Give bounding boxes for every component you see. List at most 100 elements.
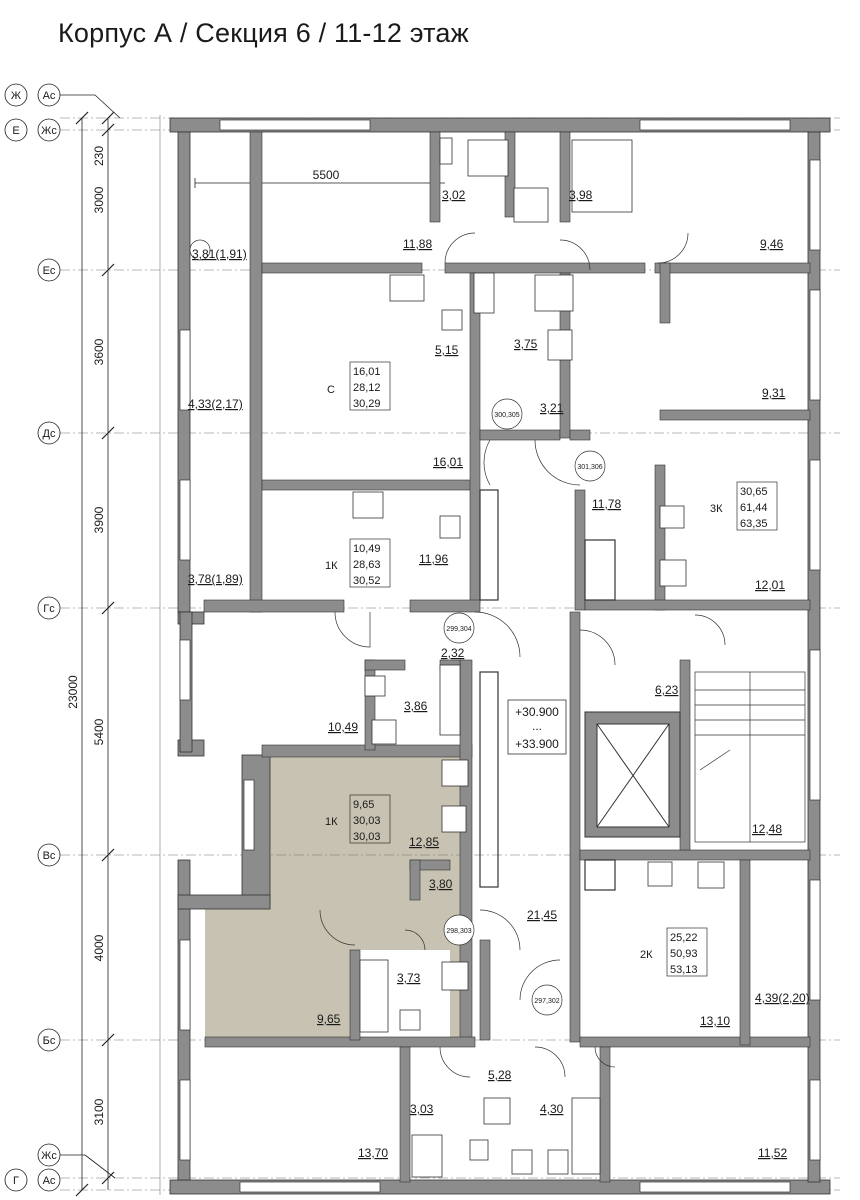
- apartment-info-3k: 3К 30,65 61,44 63,35: [710, 481, 778, 531]
- svg-text:...: ...: [532, 719, 542, 733]
- svg-text:Вс: Вс: [43, 850, 56, 862]
- level-marker: +30.900 ... +33.900: [507, 699, 567, 755]
- svg-text:3,21: 3,21: [540, 401, 564, 415]
- svg-text:3,80: 3,80: [429, 877, 453, 891]
- svg-text:30,52: 30,52: [353, 575, 381, 587]
- axis-bubble-es: [37, 258, 61, 282]
- axis-bubble-zhs-top: [37, 118, 61, 142]
- svg-text:Жс: Жс: [41, 125, 57, 137]
- door-tags: [189, 239, 606, 1016]
- svg-text:4,39(2,20): 4,39(2,20): [755, 991, 810, 1005]
- dimension-labels: 230 3000 3600 3900 5400 4000 3100 23000 …: [66, 146, 340, 1126]
- svg-text:12,85: 12,85: [409, 835, 439, 849]
- apartment-info-1k-b: 1К 9,65 30,03 30,03: [325, 794, 391, 844]
- axis-bubble-zh: [4, 83, 28, 107]
- svg-text:3,02: 3,02: [442, 188, 466, 202]
- svg-text:5500: 5500: [313, 168, 340, 182]
- svg-text:3900: 3900: [92, 506, 106, 533]
- svg-text:3,98: 3,98: [569, 188, 593, 202]
- svg-text:3К: 3К: [710, 503, 723, 515]
- axis-bubble-bs: [37, 1028, 61, 1052]
- apartment-info-c: С 16,01 28,12 30,29: [327, 361, 391, 411]
- svg-text:50,93: 50,93: [670, 948, 698, 960]
- svg-text:4,30: 4,30: [540, 1102, 564, 1116]
- windows: [179, 119, 821, 1193]
- svg-text:5400: 5400: [92, 718, 106, 745]
- svg-text:299,304: 299,304: [446, 626, 471, 633]
- svg-text:5,28: 5,28: [488, 1068, 512, 1082]
- svg-text:Г: Г: [13, 1175, 19, 1187]
- svg-text:5,15: 5,15: [435, 343, 459, 357]
- svg-text:11,52: 11,52: [758, 1146, 787, 1160]
- shafts: [479, 489, 616, 891]
- stairs: [694, 671, 806, 843]
- svg-text:+30.900: +30.900: [515, 705, 559, 719]
- axis-bubble-vs: [37, 843, 61, 867]
- svg-text:30,03: 30,03: [353, 815, 381, 827]
- svg-text:63,35: 63,35: [740, 518, 768, 530]
- svg-text:Ас: Ас: [43, 1175, 56, 1187]
- svg-text:Гс: Гс: [43, 603, 55, 615]
- svg-text:12,48: 12,48: [752, 822, 782, 836]
- svg-text:С: С: [327, 384, 335, 396]
- highlighted-apartment-fill: [205, 757, 472, 1037]
- svg-text:1К: 1К: [325, 560, 338, 572]
- svg-text:Жс: Жс: [41, 1150, 57, 1162]
- svg-text:+33.900: +33.900: [515, 737, 559, 751]
- svg-text:3000: 3000: [92, 186, 106, 213]
- axis-bubble-labels: Ж Ас Е Жс Ес Дс Гс Вс Бс Жс Г Ас: [11, 90, 57, 1187]
- svg-text:28,63: 28,63: [353, 559, 381, 571]
- svg-text:3,75: 3,75: [514, 337, 538, 351]
- svg-text:9,65: 9,65: [353, 799, 374, 811]
- svg-text:23000: 23000: [66, 675, 80, 709]
- svg-text:61,44: 61,44: [740, 502, 768, 514]
- svg-text:6,23: 6,23: [655, 683, 679, 697]
- svg-text:3600: 3600: [92, 338, 106, 365]
- svg-text:53,13: 53,13: [670, 964, 698, 976]
- svg-text:16,01: 16,01: [353, 366, 381, 378]
- svg-text:10,49: 10,49: [328, 720, 358, 734]
- svg-text:300,305: 300,305: [494, 412, 519, 419]
- svg-text:3,81(1,91): 3,81(1,91): [192, 247, 247, 261]
- svg-text:230: 230: [92, 146, 106, 166]
- door-tag-labels: 300,305 301,306 299,304 298,303 297,302: [446, 412, 602, 1005]
- axis-bubbles: [4, 83, 121, 1192]
- svg-text:16,01: 16,01: [433, 455, 463, 469]
- dimension-chain: [75, 111, 445, 1197]
- svg-text:12,01: 12,01: [755, 578, 785, 592]
- svg-text:30,03: 30,03: [353, 831, 381, 843]
- svg-text:4000: 4000: [92, 934, 106, 961]
- room-area-labels: 3,02 3,98 11,88 9,46 3,81(1,91) 5,15 3,7…: [188, 188, 810, 1160]
- svg-text:Дс: Дс: [43, 428, 56, 440]
- svg-text:9,65: 9,65: [317, 1012, 341, 1026]
- svg-text:Бс: Бс: [43, 1035, 56, 1047]
- apartment-info-1k-a: 1К 10,49 28,63 30,52: [325, 538, 391, 588]
- apartment-info-2k: 2К 25,22 50,93 53,13: [640, 927, 708, 977]
- svg-text:298,303: 298,303: [446, 928, 471, 935]
- svg-text:13,70: 13,70: [358, 1146, 388, 1160]
- svg-text:3,03: 3,03: [410, 1102, 434, 1116]
- svg-text:3,86: 3,86: [404, 699, 428, 713]
- svg-text:2,32: 2,32: [441, 646, 465, 660]
- svg-text:30,65: 30,65: [740, 486, 768, 498]
- svg-text:Ес: Ес: [43, 265, 56, 277]
- elevator: [584, 711, 681, 838]
- svg-text:10,49: 10,49: [353, 543, 381, 555]
- svg-text:301,306: 301,306: [577, 464, 602, 471]
- svg-text:28,12: 28,12: [353, 382, 381, 394]
- svg-text:1К: 1К: [325, 816, 338, 828]
- svg-text:297,302: 297,302: [534, 998, 559, 1005]
- svg-text:3,73: 3,73: [397, 971, 421, 985]
- svg-text:9,46: 9,46: [760, 237, 784, 251]
- fixtures: [352, 137, 725, 1178]
- svg-text:11,88: 11,88: [403, 237, 432, 251]
- axis-bubble-e: [4, 118, 28, 142]
- svg-text:11,96: 11,96: [419, 552, 448, 566]
- svg-text:9,31: 9,31: [762, 386, 786, 400]
- svg-text:4,33(2,17): 4,33(2,17): [188, 397, 243, 411]
- svg-text:Е: Е: [12, 125, 19, 137]
- svg-text:3,78(1,89): 3,78(1,89): [188, 572, 243, 586]
- axis-bubble-g: [4, 1168, 28, 1192]
- axis-bubble-ds: [37, 421, 61, 445]
